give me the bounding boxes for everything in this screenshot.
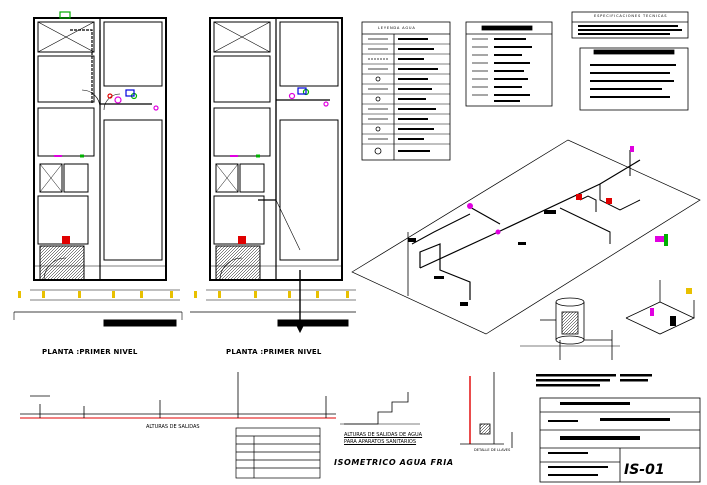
plan-left-title: PLANTA :PRIMER NIVEL xyxy=(42,348,138,356)
legend-table-2 xyxy=(465,21,553,107)
left-plan-pipes xyxy=(54,11,159,244)
isometric-title: ISOMETRICO AGUA FRIA xyxy=(334,458,454,467)
floor-plan-right xyxy=(190,17,356,334)
specs-block xyxy=(571,11,689,111)
isometric-branch-right xyxy=(625,280,695,335)
right-plan-dim-ticks xyxy=(194,291,349,298)
detalle-label: DETALLE DE LLAVES xyxy=(474,448,511,452)
title-block xyxy=(539,397,701,483)
left-plan-dim-ticks xyxy=(18,291,173,298)
right-plan-pipes xyxy=(230,40,330,251)
legend-title: LEYENDA AGUA xyxy=(378,26,416,30)
alturas-aparatos-line1: ALTURAS DE SALIDAS DE AGUA xyxy=(344,432,423,438)
elevation-profile xyxy=(20,372,336,419)
plan-right-title: PLANTA :PRIMER NIVEL xyxy=(226,348,322,356)
fixture-heights xyxy=(340,392,420,425)
specs-title: ESPECIFICACIONES TECNICAS xyxy=(594,14,668,18)
riser-detail xyxy=(460,372,513,448)
legend-table xyxy=(361,21,451,161)
alturas-salidas-label: ALTURAS DE SALIDAS xyxy=(146,424,200,430)
alturas-aparatos-line2: PARA APARATOS SANITARIOS xyxy=(344,439,417,445)
sheet-number: IS-01 xyxy=(624,462,665,478)
detail-table xyxy=(235,427,321,479)
floor-plan-left xyxy=(13,17,183,327)
isometric-fixtures xyxy=(408,146,692,306)
tank-icon xyxy=(520,297,620,360)
tank-notes xyxy=(536,374,652,387)
isometric-diagram xyxy=(351,139,701,335)
